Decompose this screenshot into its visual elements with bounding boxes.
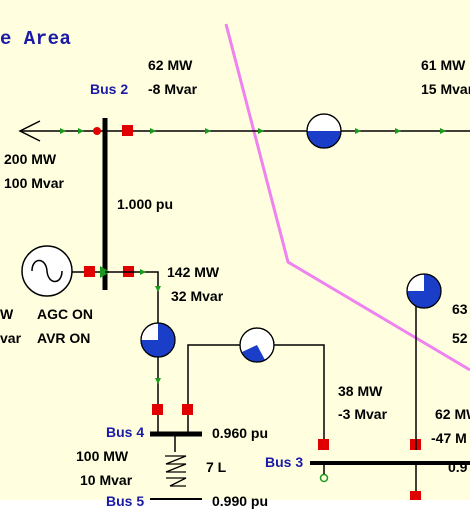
bus5-label[interactable]: Bus 5 (106, 493, 145, 509)
bus3-flow-left-mw: 38 MW (338, 383, 383, 399)
right-mid-flow-mw: 63 (452, 301, 468, 317)
mva-meter-bus4-bus3[interactable] (239, 327, 275, 363)
mva-meter-bus2-bus4[interactable] (140, 322, 176, 358)
gen-mw-partial: W (0, 306, 14, 322)
bus4-load-mvar: 10 Mvar (80, 472, 133, 488)
bus5-voltage: 0.990 pu (212, 493, 269, 509)
area-boundary-line (224, 23, 470, 372)
avr-status[interactable]: AVR ON (37, 330, 91, 346)
bus4-breaker-right[interactable] (182, 404, 193, 415)
bus3-breaker-left[interactable] (318, 439, 329, 450)
mva-meter-top-line[interactable] (306, 113, 342, 149)
bus2-breaker-top[interactable] (122, 125, 133, 136)
bus3-flow-right-mw: 62 MW (435, 406, 470, 422)
bus4-load-mw: 100 MW (76, 448, 129, 464)
line-bus2-bus4-arrows (140, 269, 161, 384)
gen-flow-mvar: 32 Mvar (171, 288, 224, 304)
bus3-label[interactable]: Bus 3 (265, 454, 304, 470)
top-line-flow-arrows (60, 128, 446, 134)
transformer-icon[interactable] (165, 455, 187, 473)
gen-flow-mw: 142 MW (167, 264, 220, 280)
bus2-flow-top-mvar: -8 Mvar (148, 81, 198, 97)
agc-status[interactable]: AGC ON (37, 306, 93, 322)
bus2-load-breaker[interactable] (93, 127, 101, 135)
gen-mvar-partial: var (0, 330, 22, 346)
right-mid-flow-mvar: 52 (452, 330, 468, 346)
transformer-icon-lower (166, 477, 187, 487)
transformer-label: 7 L (206, 459, 227, 475)
bus4-voltage: 0.960 pu (212, 425, 269, 441)
right-top-flow-mw: 61 MW (421, 57, 466, 73)
bus4-label[interactable]: Bus 4 (106, 424, 145, 440)
bus3-breaker-bottom[interactable] (410, 491, 421, 500)
bus2-voltage: 1.000 pu (117, 196, 174, 212)
bus3-voltage-partial: 0.9 (448, 459, 468, 475)
bus2-label[interactable]: Bus 2 (90, 81, 129, 97)
line-bus2-bus4[interactable] (105, 271, 159, 410)
bus2-load-mvar: 100 Mvar (4, 175, 64, 191)
bus3-flow-left-mvar: -3 Mvar (338, 406, 388, 422)
area-title: e Area (0, 28, 72, 50)
bus2-flow-top-mw: 62 MW (148, 57, 193, 73)
generator-sine-icon (31, 259, 63, 283)
bus3-flow-right-mvar: -47 M (431, 430, 467, 446)
bus4-breaker-left[interactable] (152, 404, 163, 415)
bus2-load-arrow-icon (18, 120, 41, 142)
right-top-flow-mvar: 15 Mvar (421, 81, 470, 97)
bus2-load-mw: 200 MW (4, 151, 57, 167)
generator-breaker[interactable] (84, 266, 95, 277)
mva-meter-right[interactable] (406, 273, 442, 309)
bus3-open-indicator[interactable] (319, 473, 329, 483)
